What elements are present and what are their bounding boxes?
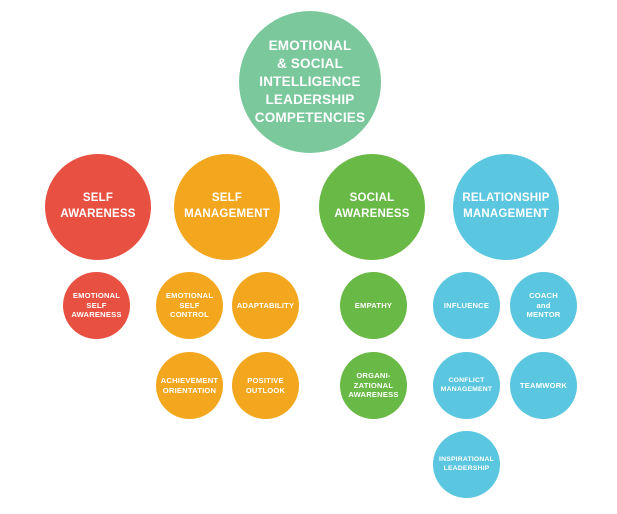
competency-label: INFLUENCE <box>443 300 490 310</box>
competency-label: INSPIRATIONAL LEADERSHIP <box>439 455 494 472</box>
competency-label: ADAPTABILITY <box>236 300 295 310</box>
category-self-awareness: SELF AWARENESS <box>45 154 151 260</box>
competency-teamwork: TEAMWORK <box>510 352 577 419</box>
competency-empathy: EMPATHY <box>340 272 407 339</box>
category-self-management: SELF MANAGEMENT <box>174 154 280 260</box>
competency-emotional-self-awareness: EMOTIONAL SELF AWARENESS <box>63 272 130 339</box>
competency-emotional-self-control: EMOTIONAL SELF CONTROL <box>156 272 223 339</box>
competency-label: TEAMWORK <box>519 380 568 390</box>
root-label: EMOTIONAL & SOCIAL INTELLIGENCE LEADERSH… <box>254 38 366 125</box>
competency-label: POSITIVE OUTLOOK <box>245 375 286 395</box>
competency-achievement-orientation: ACHIEVEMENT ORIENTATION <box>156 352 223 419</box>
competency-label: EMOTIONAL SELF CONTROL <box>165 290 214 320</box>
category-relationship-management: RELATIONSHIP MANAGEMENT <box>453 154 559 260</box>
category-label: SELF AWARENESS <box>60 192 136 220</box>
competency-label: EMOTIONAL SELF AWARENESS <box>71 290 122 320</box>
competency-label: ORGANI- ZATIONAL AWARENESS <box>348 370 399 400</box>
category-label: SOCIAL AWARENESS <box>334 192 410 220</box>
competency-inspirational-leadership: INSPIRATIONAL LEADERSHIP <box>433 431 500 498</box>
competency-organizational-awareness: ORGANI- ZATIONAL AWARENESS <box>340 352 407 419</box>
competency-label: CONFLICT MANAGEMENT <box>440 376 493 393</box>
category-social-awareness: SOCIAL AWARENESS <box>319 154 425 260</box>
category-label: RELATIONSHIP MANAGEMENT <box>462 192 550 220</box>
root-competencies-circle: EMOTIONAL & SOCIAL INTELLIGENCE LEADERSH… <box>239 11 381 153</box>
category-label: SELF MANAGEMENT <box>184 192 270 220</box>
competency-coach-and-mentor: COACH and MENTOR <box>510 272 577 339</box>
competency-positive-outlook: POSITIVE OUTLOOK <box>232 352 299 419</box>
competency-adaptability: ADAPTABILITY <box>232 272 299 339</box>
competency-label: ACHIEVEMENT ORIENTATION <box>160 375 219 395</box>
competency-label: EMPATHY <box>354 300 393 310</box>
competency-conflict-management: CONFLICT MANAGEMENT <box>433 352 500 419</box>
competency-label: COACH and MENTOR <box>526 290 561 320</box>
competency-influence: INFLUENCE <box>433 272 500 339</box>
